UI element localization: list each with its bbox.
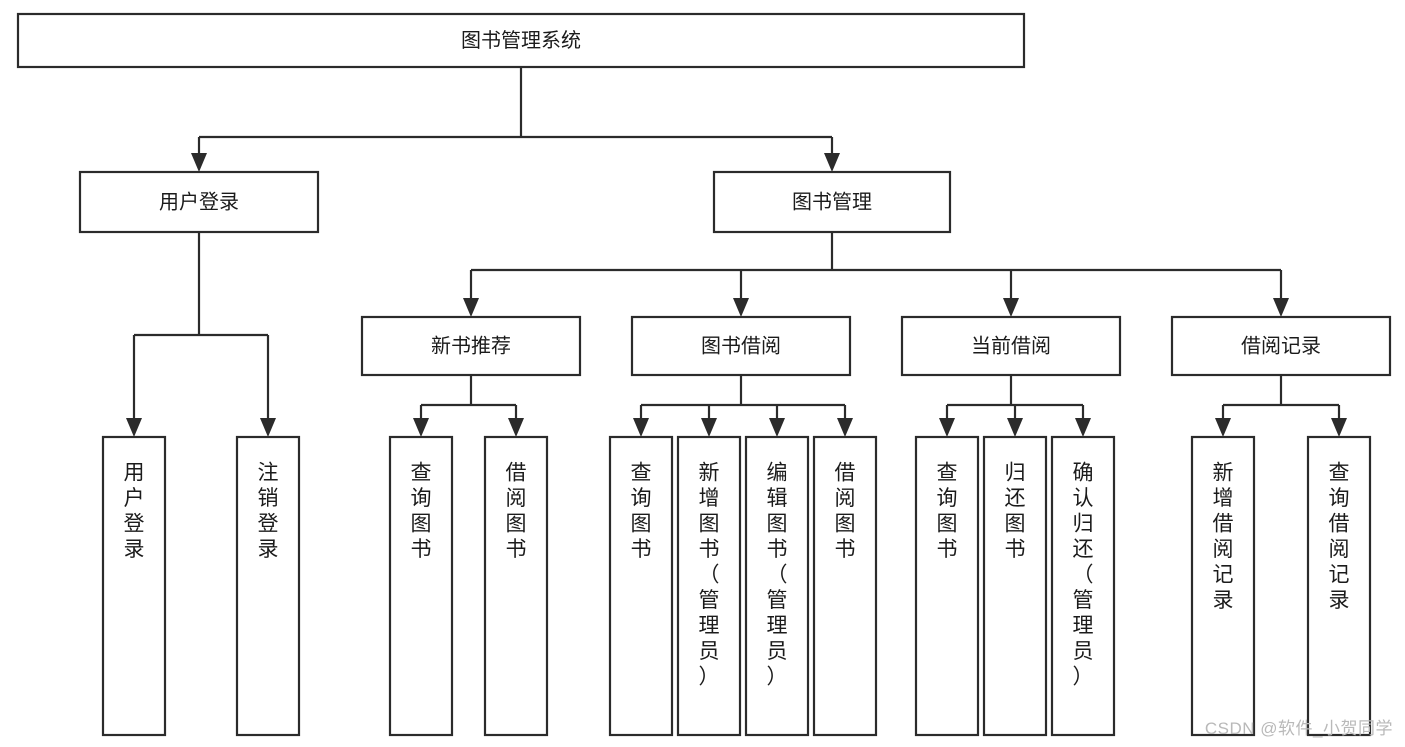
node-label-new-book-rec: 新书推荐 — [431, 334, 511, 357]
node-label-login-do: 用户登录 — [124, 461, 145, 561]
node-box-borrow-record — [1170, 315, 1392, 377]
bookmanage-to-current-borrow-arrowhead — [1003, 298, 1019, 317]
node-cur-confirm-ret[interactable]: 确认归还（管理员） — [1050, 435, 1116, 737]
current-borrow-to-cur-query-book-arrowhead — [939, 418, 955, 437]
node-label-borrow-record: 借阅记录 — [1241, 334, 1321, 357]
node-bor-edit-book[interactable]: 编辑图书（管理员） — [744, 435, 810, 737]
node-box-cur-return-book — [982, 435, 1048, 737]
borrow-record-to-rec-add-record-arrowhead — [1215, 418, 1231, 437]
node-box-rec-query-record — [1306, 435, 1372, 737]
node-label-bor-add-book: 新增图书（管理员） — [699, 461, 720, 688]
node-box-logout-do — [235, 435, 301, 737]
node-label-bor-borrow-book: 借阅图书 — [835, 461, 856, 561]
node-box-bor-add-book — [676, 435, 742, 737]
node-label-book-manage: 图书管理 — [792, 190, 872, 213]
root-to-user-login-arrowhead — [191, 153, 207, 172]
node-box-book-borrow — [630, 315, 852, 377]
node-borrow-record[interactable]: 借阅记录 — [1170, 315, 1392, 377]
node-label-rec-add-record: 新增借阅记录 — [1213, 461, 1234, 612]
current-borrow-to-cur-return-book-arrowhead — [1007, 418, 1023, 437]
node-label-rec-borrow-book: 借阅图书 — [506, 461, 527, 561]
node-label-root: 图书管理系统 — [461, 29, 581, 52]
node-cur-return-book[interactable]: 归还图书 — [982, 435, 1048, 737]
node-label-current-borrow: 当前借阅 — [971, 334, 1051, 357]
node-bor-borrow-book[interactable]: 借阅图书 — [812, 435, 878, 737]
new-book-rec-to-rec-query-book-arrowhead — [413, 418, 429, 437]
node-box-rec-add-record — [1190, 435, 1256, 737]
node-book-manage[interactable]: 图书管理 — [712, 170, 952, 234]
connector-layer — [126, 67, 1347, 437]
node-box-current-borrow — [900, 315, 1122, 377]
node-box-bor-edit-book — [744, 435, 810, 737]
book-borrow-to-bor-edit-book-arrowhead — [769, 418, 785, 437]
node-label-bor-edit-book: 编辑图书（管理员） — [767, 461, 788, 688]
node-box-rec-query-book — [388, 435, 454, 737]
node-user-login[interactable]: 用户登录 — [78, 170, 320, 234]
node-box-cur-confirm-ret — [1050, 435, 1116, 737]
node-bor-add-book[interactable]: 新增图书（管理员） — [676, 435, 742, 737]
book-borrow-to-bor-add-book-arrowhead — [701, 418, 717, 437]
node-rec-query-record[interactable]: 查询借阅记录 — [1306, 435, 1372, 737]
bookmanage-to-new-book-rec-arrowhead — [463, 298, 479, 317]
node-box-user-login — [78, 170, 320, 234]
borrow-record-to-rec-query-record-arrowhead — [1331, 418, 1347, 437]
node-bor-query-book[interactable]: 查询图书 — [608, 435, 674, 737]
node-box-rec-borrow-book — [483, 435, 549, 737]
node-box-cur-query-book — [914, 435, 980, 737]
node-new-book-rec[interactable]: 新书推荐 — [360, 315, 582, 377]
root-to-book-manage-arrowhead — [824, 153, 840, 172]
node-book-borrow[interactable]: 图书借阅 — [630, 315, 852, 377]
new-book-rec-to-rec-borrow-book-arrowhead — [508, 418, 524, 437]
node-box-new-book-rec — [360, 315, 582, 377]
book-borrow-to-bor-borrow-book-arrowhead — [837, 418, 853, 437]
current-borrow-to-cur-confirm-ret-arrowhead — [1075, 418, 1091, 437]
bookmanage-to-borrow-record-arrowhead — [1273, 298, 1289, 317]
node-rec-query-book[interactable]: 查询图书 — [388, 435, 454, 737]
node-layer: 图书管理系统用户登录图书管理用户登录注销登录新书推荐查询图书借阅图书图书借阅查询… — [16, 12, 1392, 737]
node-cur-query-book[interactable]: 查询图书 — [914, 435, 980, 737]
node-label-book-borrow: 图书借阅 — [701, 334, 781, 357]
node-label-rec-query-book: 查询图书 — [411, 461, 432, 561]
node-box-book-manage — [712, 170, 952, 234]
bookmanage-to-book-borrow-arrowhead — [733, 298, 749, 317]
node-box-root — [16, 12, 1026, 69]
node-label-bor-query-book: 查询图书 — [631, 461, 652, 561]
node-label-cur-return-book: 归还图书 — [1005, 461, 1026, 561]
watermark-text: CSDN @软件_小贺同学 — [1204, 719, 1393, 738]
userlogin-to-login-do-arrowhead — [126, 418, 142, 437]
node-label-user-login: 用户登录 — [159, 190, 239, 213]
userlogin-to-logout-do-arrowhead — [260, 418, 276, 437]
node-box-login-do — [101, 435, 167, 737]
node-label-rec-query-record: 查询借阅记录 — [1329, 461, 1350, 612]
node-rec-add-record[interactable]: 新增借阅记录 — [1190, 435, 1256, 737]
node-label-cur-confirm-ret: 确认归还（管理员） — [1073, 461, 1094, 688]
node-label-cur-query-book: 查询图书 — [937, 461, 958, 561]
node-root[interactable]: 图书管理系统 — [16, 12, 1026, 69]
node-current-borrow[interactable]: 当前借阅 — [900, 315, 1122, 377]
node-box-bor-query-book — [608, 435, 674, 737]
book-borrow-to-bor-query-book-arrowhead — [633, 418, 649, 437]
node-rec-borrow-book[interactable]: 借阅图书 — [483, 435, 549, 737]
node-label-logout-do: 注销登录 — [258, 461, 279, 561]
node-login-do[interactable]: 用户登录 — [101, 435, 167, 737]
node-box-bor-borrow-book — [812, 435, 878, 737]
node-logout-do[interactable]: 注销登录 — [235, 435, 301, 737]
